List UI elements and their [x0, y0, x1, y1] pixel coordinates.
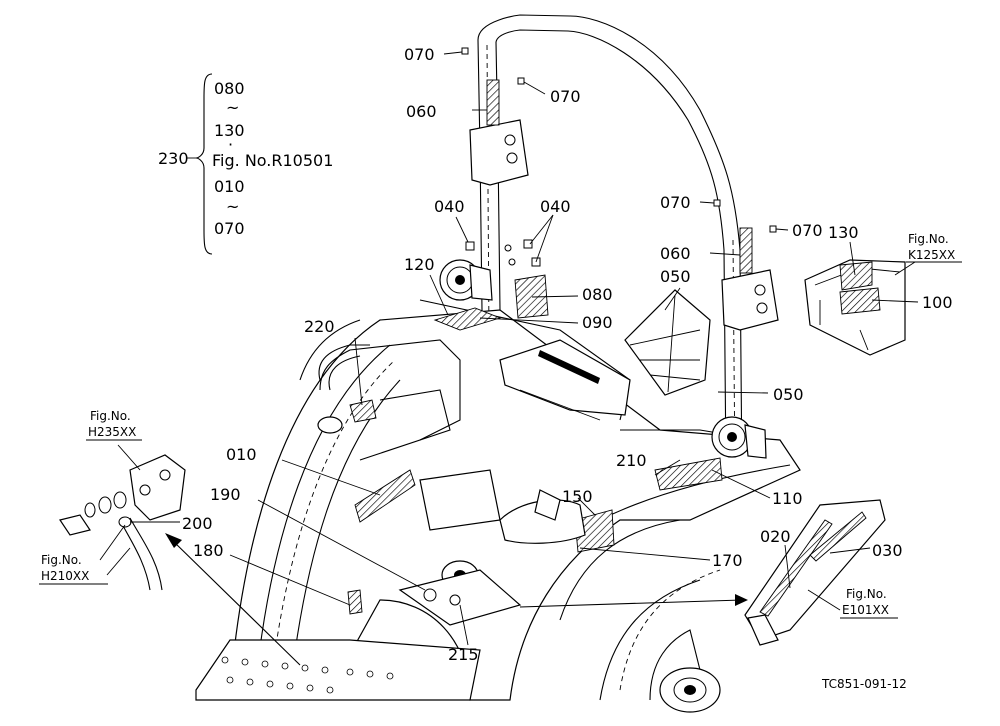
upper-mount-right: [713, 199, 779, 331]
reference-arrows: [165, 533, 748, 666]
center-console: [499, 339, 631, 421]
part-label: 070: [404, 45, 435, 64]
mesh-panel-050: [624, 289, 711, 396]
part-label: 170: [712, 551, 743, 570]
group-text: 230 080 ~ 130 · Fig. No.R10501 010 ~ 070: [158, 79, 333, 238]
group-line: ~: [226, 197, 239, 216]
part-label: 070: [550, 87, 581, 106]
part-label: 200: [182, 514, 213, 533]
group-line: 010: [214, 177, 245, 196]
part-label: 050: [773, 385, 804, 404]
fig-ref-number: E101XX: [842, 603, 889, 617]
part-label: 040: [434, 197, 465, 216]
part-label: 190: [210, 485, 241, 504]
part-label: 080: [582, 285, 613, 304]
part-label: 120: [404, 255, 435, 274]
part-label: 070: [792, 221, 823, 240]
part-label: 215: [448, 645, 479, 664]
group-line: 130: [214, 121, 245, 140]
wheel-hub: [659, 667, 721, 713]
fig-ref-label: Fig.No.: [41, 553, 82, 567]
part-label: 010: [226, 445, 257, 464]
handle-220: [317, 344, 370, 434]
part-labels: 070 070 060 070 070 040 040 060 050 120 …: [182, 45, 953, 664]
lamp-120: [439, 259, 493, 301]
lamp-110: [711, 416, 767, 459]
part-label: 060: [406, 102, 437, 121]
hose-h210: [59, 514, 163, 591]
part-label: 110: [772, 489, 803, 508]
part-label: 210: [616, 451, 647, 470]
upper-mount-left: [461, 47, 529, 186]
part-label: 020: [760, 527, 791, 546]
part-label: 050: [660, 267, 691, 286]
fig-ref-number: H210XX: [41, 569, 89, 583]
leader-lines: [99, 51, 919, 646]
part-label: 130: [828, 223, 859, 242]
part-label: 100: [922, 293, 953, 312]
fig-ref-label: Fig.No.: [846, 587, 887, 601]
fig-ref-number: H235XX: [88, 425, 136, 439]
cover-part-k125: [804, 259, 906, 356]
step-tread-e101: [744, 499, 886, 646]
floor-step-plate: [195, 639, 481, 701]
group-number: 230: [158, 149, 189, 168]
decals: [347, 274, 723, 615]
part-label: 220: [304, 317, 335, 336]
part-label: 040: [540, 197, 571, 216]
fig-ref-number: K125XX: [908, 248, 955, 262]
figure-references: Fig.No. K125XX Fig.No. H235XX Fig.No. H2…: [39, 232, 962, 619]
part-label: 150: [562, 487, 593, 506]
part-label: 060: [660, 244, 691, 263]
group-line: ~: [226, 98, 239, 117]
part-label: 070: [660, 193, 691, 212]
group-line: Fig. No.R10501: [212, 151, 333, 170]
group-bracket-230: [186, 73, 213, 255]
part-label: 090: [582, 313, 613, 332]
lower-shaft-assembly: [398, 469, 586, 626]
valve-assembly-h235: [84, 454, 186, 521]
bolts-040: [465, 239, 541, 267]
fig-ref-label: Fig.No.: [908, 232, 949, 246]
group-line: 080: [214, 79, 245, 98]
part-label: 030: [872, 541, 903, 560]
group-line: ·: [228, 135, 233, 154]
drawing-code: TC851-091-12: [821, 677, 907, 691]
fig-ref-label: Fig.No.: [90, 409, 131, 423]
part-label: 180: [193, 541, 224, 560]
group-line: 070: [214, 219, 245, 238]
